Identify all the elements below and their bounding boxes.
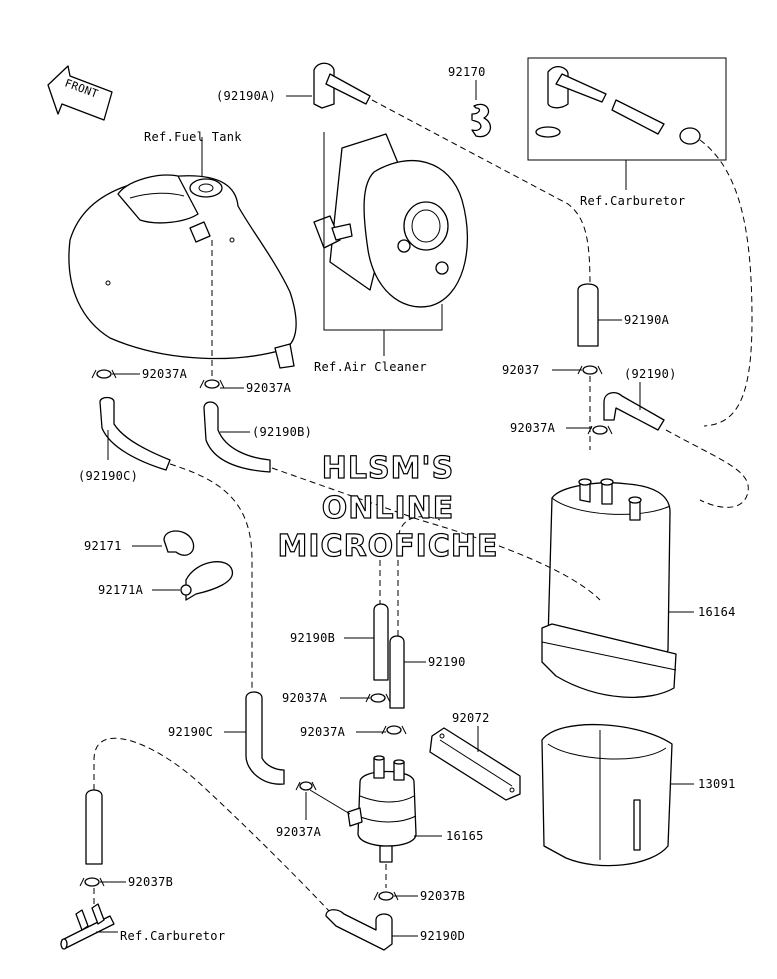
hose-92190B [373, 603, 389, 681]
ref-carburetor-top-label: Ref.Carburetor [580, 194, 685, 208]
label-92037: 92037 [502, 363, 540, 377]
label-92190: 92190 [428, 655, 466, 669]
bracket-92072 [429, 727, 521, 801]
label-13091: 13091 [698, 777, 736, 791]
hose-92190A-right [577, 283, 599, 347]
label-92037A-mid: 92037A [282, 691, 328, 705]
label-92170: 92170 [448, 65, 486, 79]
label-92171: 92171 [84, 539, 122, 553]
air-cleaner [313, 133, 469, 308]
label-92190A-paren: (92190A) [216, 89, 276, 103]
fuel-filter-16165 [347, 755, 417, 863]
fuel-tank [68, 174, 297, 369]
label-92037B-right: 92037B [420, 889, 465, 903]
label-92037A-filter-left: 92037A [276, 825, 322, 839]
front-arrow-icon: FRONT [47, 65, 113, 121]
label-92190-paren: (92190) [624, 367, 677, 381]
hose-92190C [245, 691, 285, 785]
clamp-92037B-right [373, 891, 399, 901]
hose-92190 [389, 635, 405, 709]
carburetor-fitting-bottom [60, 903, 115, 950]
watermark-line-2: ONLINE [322, 491, 455, 526]
canister-16164 [541, 478, 677, 698]
ref-air-cleaner-label: Ref.Air Cleaner [314, 360, 427, 374]
label-92190B: 92190B [290, 631, 335, 645]
clamp-92037A-tank-right [199, 379, 225, 389]
label-16164: 16164 [698, 605, 736, 619]
vent-line-92190A [371, 99, 591, 287]
label-92037A-filter-top: 92037A [300, 725, 346, 739]
hose-92190B-upper [203, 401, 271, 473]
clamp-92037A-canister [587, 425, 613, 435]
ref-carburetor-bottom-label: Ref.Carburetor [120, 929, 225, 943]
watermark-line-3: MICROFICHE [278, 529, 499, 564]
clamp-92037A-tank-left [91, 369, 117, 379]
label-92037A-tank-left: 92037A [142, 367, 188, 381]
clamp-92037 [577, 365, 603, 375]
label-92190D: 92190D [420, 929, 465, 943]
watermark-line-1: HLSM'S [322, 451, 454, 486]
label-92037B-left: 92037B [128, 875, 173, 889]
label-92171A: 92171A [98, 583, 144, 597]
hose-left-lower [85, 789, 103, 865]
label-92190C: 92190C [168, 725, 213, 739]
clip-92170 [471, 103, 492, 138]
clamp-92037A-filter-left [295, 781, 317, 791]
label-92190B-paren: (92190B) [252, 425, 312, 439]
clamp-92037A-filter-top [381, 725, 407, 735]
label-92037A-tank-right: 92037A [246, 381, 292, 395]
strap-92171A [180, 561, 233, 601]
vent-line-carburetor-to-canister [699, 139, 753, 427]
cover-13091 [541, 723, 673, 867]
hose-92190-top-right [603, 391, 665, 431]
ref-fuel-tank-label: Ref.Fuel Tank [144, 130, 242, 144]
hose-92190D [325, 909, 393, 951]
hose-92190C-upper [99, 396, 171, 471]
label-16165: 16165 [446, 829, 484, 843]
watermark: HLSM'S ONLINE MICROFICHE [277, 450, 499, 564]
label-92190C-paren: (92190C) [78, 469, 138, 483]
hose-92190A-top [313, 62, 371, 109]
label-92072: 92072 [452, 711, 490, 725]
label-92190A: 92190A [624, 313, 670, 327]
clip-92171 [163, 530, 195, 556]
carburetor-top-box [527, 57, 727, 161]
label-92037A-canister: 92037A [510, 421, 556, 435]
